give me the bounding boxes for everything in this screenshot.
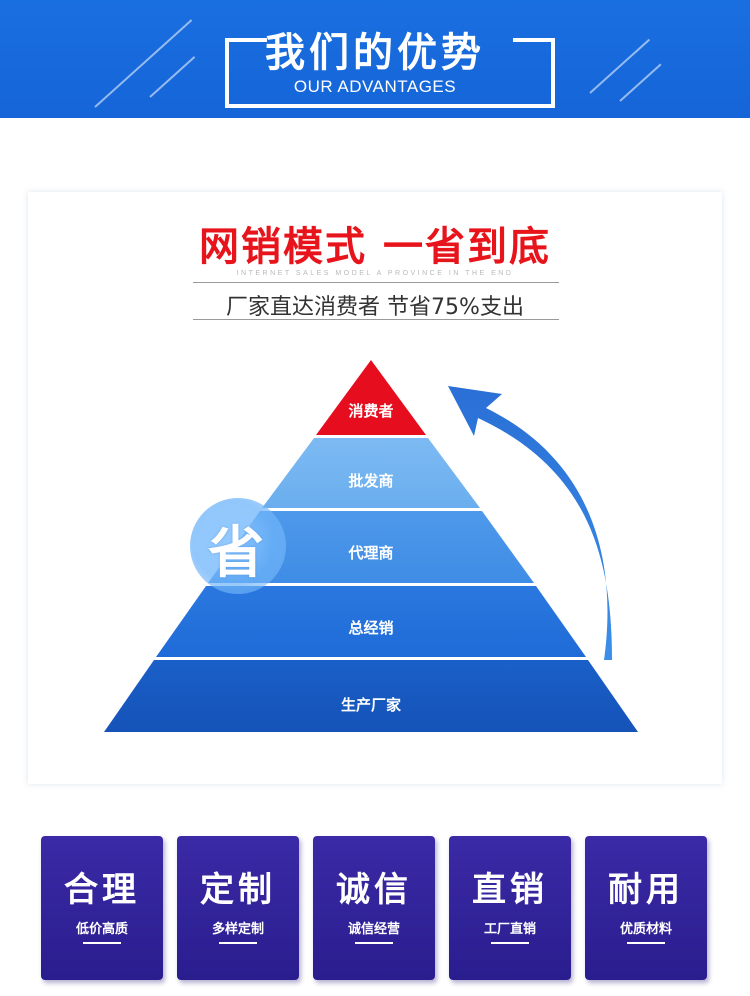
feature-title: 定制: [200, 870, 276, 910]
feature-title: 耐用: [608, 870, 684, 910]
tier-label-wholesaler: 批发商: [348, 472, 394, 490]
headline: 网销模式 一省到底: [199, 224, 551, 270]
feature-card-integrity: 诚信 诚信经营: [313, 836, 435, 980]
feature-subtitle: 诚信经营: [347, 922, 400, 937]
tagline: 厂家直达消费者 节省75%支出: [226, 295, 524, 320]
tier-wholesaler: [262, 438, 480, 508]
tier-manufacturer: [104, 660, 638, 732]
tier-distributor: [156, 586, 586, 657]
feature-card-direct-sales: 直销 工厂直销: [449, 836, 571, 980]
feature-divider: [491, 942, 529, 944]
banner-title: 我们的优势: [265, 30, 485, 76]
feature-card-reasonable: 合理 低价高质: [41, 836, 163, 980]
feature-divider: [83, 942, 121, 944]
arrow-highlight: [485, 427, 606, 651]
save-badge: 省: [190, 498, 286, 594]
tier-label-distributor: 总经销: [348, 619, 394, 637]
feature-subtitle: 工厂直销: [483, 922, 536, 937]
feature-divider: [219, 942, 257, 944]
curved-arrow-icon: [448, 386, 612, 660]
feature-title: 诚信: [336, 870, 412, 910]
tier-label-consumer: 消费者: [348, 402, 394, 420]
tier-consumer: [316, 360, 426, 435]
feature-subtitle: 低价高质: [75, 922, 128, 937]
banner-subtitle: OUR ADVANTAGES: [293, 77, 457, 96]
header-banner: 我们的优势 OUR ADVANTAGES: [0, 0, 750, 118]
feature-card-custom: 定制 多样定制: [177, 836, 299, 980]
tagline-frame: [193, 282, 559, 320]
tier-agent: [208, 511, 534, 583]
feature-title: 合理: [64, 870, 140, 910]
feature-subtitle: 多样定制: [211, 922, 264, 937]
tier-label-manufacturer: 生产厂家: [340, 696, 401, 714]
feature-title: 直销: [472, 870, 548, 910]
feature-subtitle: 优质材料: [619, 922, 672, 937]
tier-label-agent: 代理商: [348, 544, 394, 562]
feature-divider: [355, 942, 393, 944]
feature-divider: [627, 942, 665, 944]
headline-english: INTERNET SALES MODEL A PROVINCE IN THE E…: [236, 270, 514, 277]
title-frame: [225, 32, 555, 108]
feature-card-durable: 耐用 优质材料: [585, 836, 707, 980]
save-badge-text: 省: [208, 521, 264, 586]
